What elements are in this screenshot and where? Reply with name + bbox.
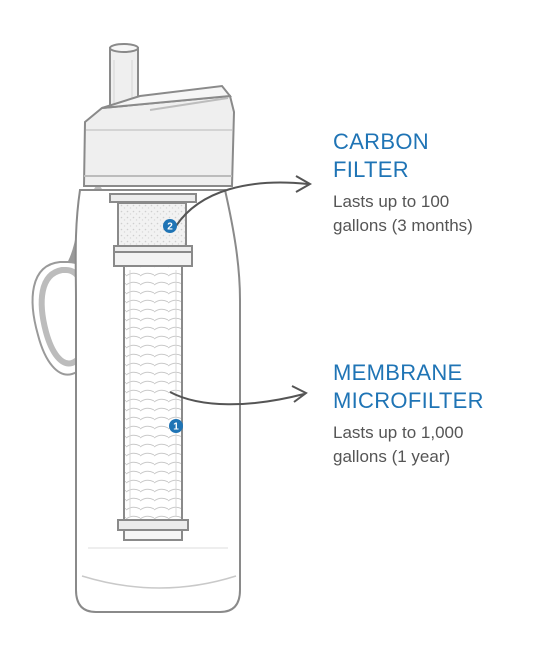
carbon-filter-description: Lasts up to 100 gallons (3 months) (333, 190, 473, 238)
carbon-heading-line-2: FILTER (333, 157, 409, 182)
carbon-filter-arrow (175, 175, 313, 227)
carbon-filter-badge: 2 (163, 219, 177, 233)
membrane-filter-arrow (169, 385, 308, 406)
membrane-filter-description: Lasts up to 1,000 gallons (1 year) (333, 421, 484, 469)
membrane-filter-badge: 1 (169, 419, 183, 433)
membrane-filter-heading: MEMBRANE MICROFILTER (333, 359, 484, 415)
carbon-desc-line-1: Lasts up to 100 (333, 192, 450, 211)
carbon-filter-label: CARBON FILTER Lasts up to 100 gallons (3… (333, 128, 473, 238)
svg-text:1: 1 (173, 422, 179, 433)
svg-text:2: 2 (167, 222, 173, 233)
water-bottle-icon (74, 43, 241, 613)
membrane-heading-line-1: MEMBRANE (333, 360, 463, 385)
carbon-heading-line-1: CARBON (333, 129, 429, 154)
carbon-desc-line-2: gallons (3 months) (333, 216, 473, 235)
membrane-microfilter-label: MEMBRANE MICROFILTER Lasts up to 1,000 g… (333, 359, 484, 469)
membrane-desc-line-1: Lasts up to 1,000 (333, 423, 464, 442)
membrane-heading-line-2: MICROFILTER (333, 388, 484, 413)
membrane-desc-line-2: gallons (1 year) (333, 447, 451, 466)
carbon-filter-heading: CARBON FILTER (333, 128, 473, 184)
